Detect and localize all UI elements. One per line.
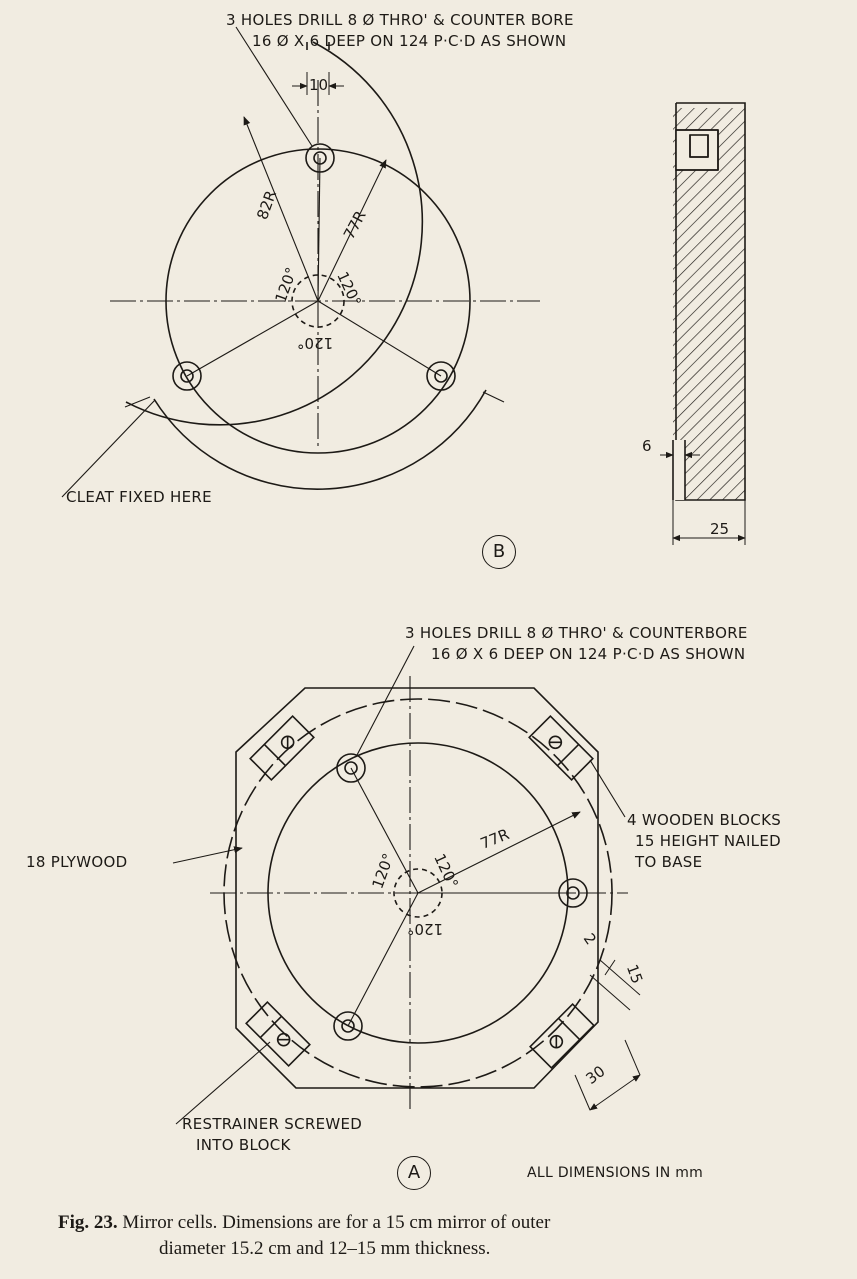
figure-b-dim-10: 10 bbox=[309, 76, 329, 94]
figure-a-plywood-note: 18 PLYWOOD bbox=[26, 853, 128, 871]
figure-a-hole-bottom bbox=[333, 1011, 363, 1041]
figure-a-restrainer-note-line1: RESTRAINER SCREWED bbox=[182, 1115, 363, 1133]
figure-a-holes-note-line1: 3 HOLES DRILL 8 Ø THRO' & COUNTERBORE bbox=[405, 624, 748, 642]
figure-a-restrainer-note: RESTRAINER SCREWED INTO BLOCK bbox=[182, 1114, 362, 1156]
figure-a-drawing bbox=[172, 645, 641, 1125]
figure-a-blocks-note-line3: TO BASE bbox=[635, 853, 703, 871]
figure-a-plywood-base bbox=[235, 687, 599, 1089]
figure-b-drawing bbox=[61, 26, 746, 545]
caption-line1: Mirror cells. Dimensions are for a 15 cm… bbox=[122, 1212, 551, 1233]
figure-b-dim-25: 25 bbox=[710, 520, 730, 538]
figure-b-hole-right bbox=[426, 361, 456, 391]
figure-a-restrainer-note-line2: INTO BLOCK bbox=[196, 1136, 291, 1154]
figure-b-holes-note-line1: 3 HOLES DRILL 8 Ø THRO' & COUNTER BORE bbox=[226, 11, 574, 29]
figure-caption: Fig. 23. Mirror cells. Dimensions are fo… bbox=[58, 1210, 838, 1262]
figure-b-outer-ring bbox=[125, 41, 424, 426]
figure-a-label: A bbox=[397, 1156, 431, 1190]
figure-a-hole-top bbox=[336, 753, 366, 783]
figure-a-block-tr bbox=[528, 715, 594, 781]
figure-b-angle-3: 120° bbox=[297, 334, 334, 352]
figure-a-blocks-note-line1: 4 WOODEN BLOCKS bbox=[627, 811, 782, 829]
figure-b-holes-note: 3 HOLES DRILL 8 Ø THRO' & COUNTER BORE 1… bbox=[226, 10, 574, 52]
figure-b-holes-note-line2: 16 Ø X 6 DEEP ON 124 P·C·D AS SHOWN bbox=[252, 32, 567, 50]
caption-line2: diameter 15.2 cm and 12–15 mm thickness. bbox=[159, 1238, 491, 1259]
figure-b-dim-6: 6 bbox=[642, 437, 652, 455]
figure-b-section-view bbox=[660, 102, 746, 545]
figure-a-blocks-note-line2: 15 HEIGHT NAILED bbox=[635, 832, 781, 850]
units-note: ALL DIMENSIONS IN mm bbox=[527, 1165, 704, 1181]
figure-a-block-bl bbox=[245, 1001, 311, 1067]
figure-b-hole-left bbox=[172, 361, 202, 391]
figure-a-block-br bbox=[529, 1003, 595, 1069]
figure-a-holes-note-line2: 16 Ø X 6 DEEP ON 124 P·C·D AS SHOWN bbox=[431, 645, 746, 663]
figure-a-block-tl bbox=[249, 715, 315, 781]
figure-b-label: B bbox=[482, 535, 516, 569]
figure-a-blocks-note: 4 WOODEN BLOCKS 15 HEIGHT NAILED TO BASE bbox=[627, 810, 781, 873]
figure-b-cleat-note: CLEAT FIXED HERE bbox=[66, 488, 212, 506]
figure-a-angle-3: 120° bbox=[407, 920, 444, 938]
figure-a-holes-note: 3 HOLES DRILL 8 Ø THRO' & COUNTERBORE 16… bbox=[405, 623, 748, 665]
caption-label: Fig. 23. bbox=[58, 1212, 118, 1233]
